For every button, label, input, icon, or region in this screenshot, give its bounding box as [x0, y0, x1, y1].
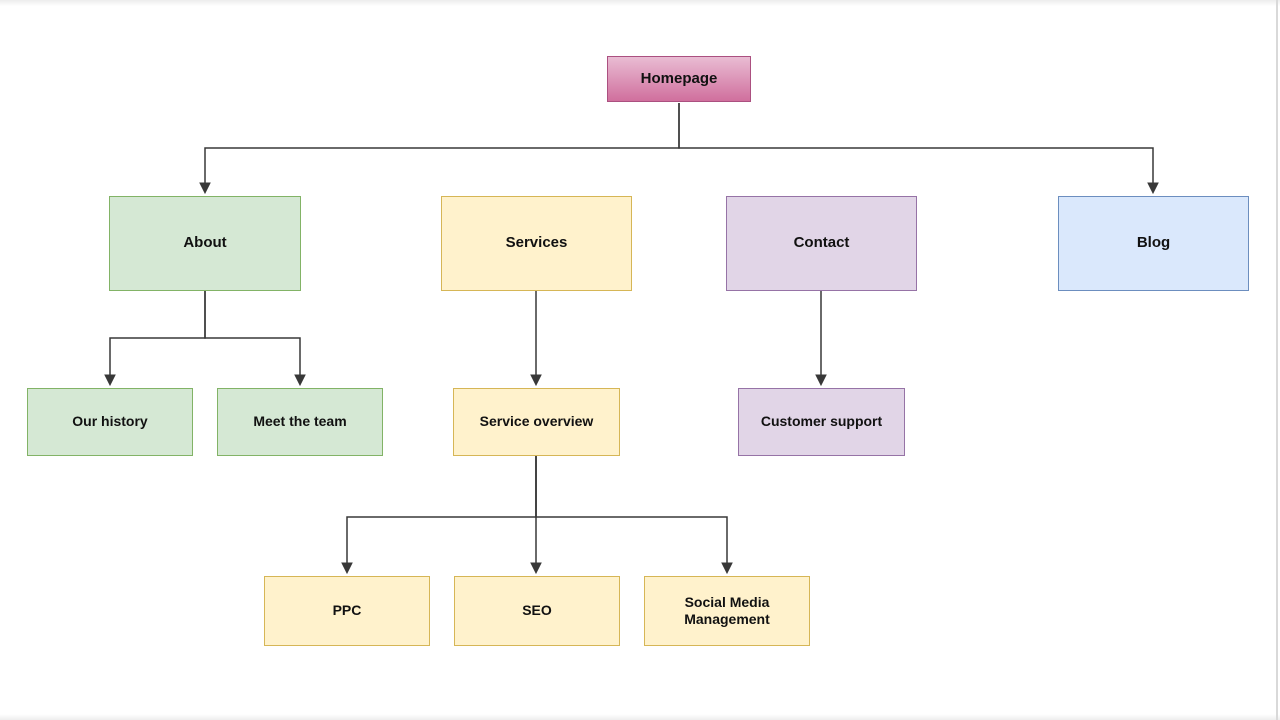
edge-homepage-blog	[678, 103, 1153, 192]
node-label: Services	[505, 234, 568, 252]
node-label: PPC	[332, 602, 362, 619]
node-meet-the-team[interactable]: Meet the team	[217, 388, 383, 456]
node-contact[interactable]: Contact	[726, 196, 917, 291]
node-label: SEO	[522, 602, 552, 619]
edge-homepage-about	[205, 103, 680, 192]
edge-about-our-history	[110, 291, 206, 384]
node-label: About	[183, 234, 227, 252]
node-label: Blog	[1136, 234, 1171, 252]
node-social-media-management[interactable]: Social Media Management	[644, 576, 810, 646]
edge-service-overview-social-media	[535, 456, 727, 572]
node-label: Our history	[72, 413, 148, 430]
node-service-overview[interactable]: Service overview	[453, 388, 620, 456]
edge-about-meet-the-team	[204, 291, 300, 384]
node-label: Social Media Management	[684, 593, 770, 628]
node-about[interactable]: About	[109, 196, 301, 291]
node-label: Contact	[793, 234, 850, 252]
node-label: Service overview	[479, 413, 594, 430]
page-edge-line	[1276, 0, 1278, 720]
edge-service-overview-ppc	[347, 456, 537, 572]
node-label: Meet the team	[253, 413, 347, 430]
node-homepage[interactable]: Homepage	[607, 56, 751, 102]
node-customer-support[interactable]: Customer support	[738, 388, 905, 456]
node-services[interactable]: Services	[441, 196, 632, 291]
node-blog[interactable]: Blog	[1058, 196, 1249, 291]
node-label: Homepage	[640, 69, 718, 87]
node-label: Customer support	[760, 413, 883, 430]
node-ppc[interactable]: PPC	[264, 576, 430, 646]
node-seo[interactable]: SEO	[454, 576, 620, 646]
node-our-history[interactable]: Our history	[27, 388, 193, 456]
